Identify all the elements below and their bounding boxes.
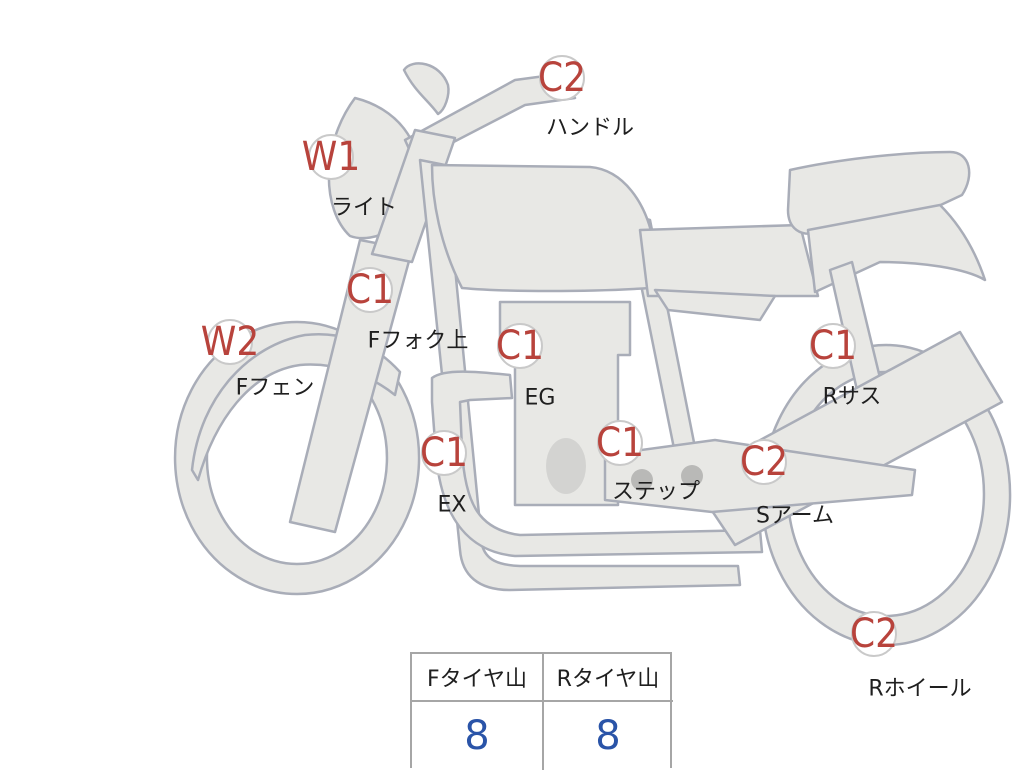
part-label: Rホイール [868,677,971,702]
tyre-tread-table: Fタイヤ山 8 Rタイヤ山 8 [410,652,673,770]
marker-circle [207,319,253,365]
marker-circle [421,430,467,476]
engine-details [546,438,703,494]
grade-code: C1 [496,323,544,369]
marker-circle [347,267,393,313]
marker-handle: C2 ハンドル [538,55,634,141]
marker-swing-arm: C2 Sアーム [740,439,834,529]
side-cover-shape [638,223,820,298]
marker-circle [851,611,897,657]
marker-circle [597,420,643,466]
part-label: ライト [331,196,397,221]
headlight-stay-shape [402,62,450,116]
marker-step: C1 ステップ [596,420,700,505]
marker-rear-suspension: C1 Rサス [809,323,881,410]
rear-tyre-value: 8 [595,713,621,759]
grade-code: W1 [302,134,360,180]
motorcycle-silhouette [173,62,1012,647]
front-fender-shape [190,332,402,482]
engine-cover [546,438,586,494]
marker-circle [741,439,787,485]
footpeg-knob [681,465,703,487]
rear-tyre-column: Rタイヤ山 8 [543,654,673,770]
marker-circle [810,323,856,369]
marker-circle [539,55,585,101]
marker-exhaust: C1 EX [420,430,468,518]
seat-shape [786,150,971,235]
grade-code: W2 [201,319,259,365]
fuel-tank-shape [430,163,654,293]
part-label: ステップ [612,480,700,505]
part-label: EG [525,386,556,411]
grade-code: C1 [596,420,644,466]
part-label: Fフォク上 [368,329,469,354]
frame-down-tube [418,158,742,592]
part-label: Fフェン [236,376,315,401]
part-label: Rサス [823,385,882,410]
footpeg-knob [631,469,653,491]
marker-fork-upper: C1 Fフォク上 [346,267,468,354]
front-tyre-header: Fタイヤ山 [412,654,542,702]
grade-code: C2 [850,611,898,657]
marker-rear-wheel: C2 Rホイール [850,611,972,702]
front-tyre-column: Fタイヤ山 8 [412,654,544,770]
grade-code: C2 [538,55,586,101]
marker-circle [497,323,543,369]
rear-tyre-header: Rタイヤ山 [543,654,673,702]
front-tyre-value: 8 [464,713,490,759]
seat-under-panel [653,288,777,322]
marker-engine: C1 EG [496,323,555,411]
marker-circle [308,134,354,180]
grade-code: C2 [740,439,788,485]
marker-front-fender: W2 Fフェン [201,319,315,401]
part-label: ハンドル [546,116,634,141]
marker-light: W1 ライト [302,134,397,221]
part-label: Sアーム [756,504,834,529]
grade-code: C1 [346,267,394,313]
grade-code: C1 [420,430,468,476]
part-label: EX [438,493,467,518]
grade-code: C1 [809,323,857,369]
